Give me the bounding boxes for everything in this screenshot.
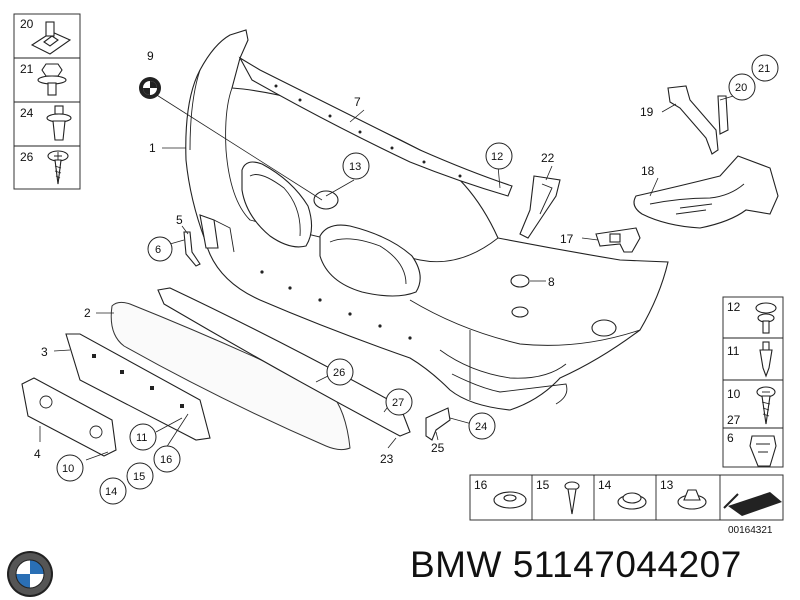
grommet-icon <box>617 492 647 510</box>
legend-label-20: 20 <box>20 17 34 31</box>
callout-18: 18 <box>641 164 655 178</box>
callout-16: 16 <box>160 454 172 466</box>
rivet-icon <box>46 105 72 141</box>
legend-label-10: 10 <box>727 387 741 401</box>
flat-washer-icon <box>493 491 527 509</box>
mounting-points <box>260 270 412 340</box>
callout-25: 25 <box>431 441 445 455</box>
legend-label-27: 27 <box>727 413 741 427</box>
legend-label-24: 24 <box>20 106 34 120</box>
clip-nut-icon <box>30 21 72 55</box>
legend-label-12: 12 <box>727 300 741 314</box>
holder-clip <box>183 231 201 267</box>
callout-13: 13 <box>349 161 361 173</box>
tapping-screw-icon <box>756 386 776 425</box>
left-legend: 20 21 24 26 <box>13 13 81 190</box>
right-legend: 12 11 10 27 6 <box>722 296 784 468</box>
callout-2: 2 <box>84 306 91 320</box>
screw-icon <box>47 150 69 185</box>
circled-callouts: 6 10 11 12 13 14 15 16 20 21 24 26 27 <box>56 54 779 505</box>
brake-air-guide <box>633 155 779 229</box>
legend-label-21: 21 <box>20 62 34 76</box>
spring-clip-icon <box>749 435 777 467</box>
callout-21: 21 <box>758 63 770 75</box>
fog-light-hole <box>591 319 617 337</box>
legend-label-26: 26 <box>20 150 34 164</box>
callout-3: 3 <box>41 345 48 359</box>
legend-label-14: 14 <box>598 478 612 492</box>
callout-19: 19 <box>640 105 654 119</box>
plain-callouts: 1 2 3 4 5 7 8 9 17 18 19 22 23 25 <box>34 49 655 466</box>
legend-label-6: 6 <box>727 431 734 445</box>
callout-27: 27 <box>392 397 404 409</box>
front-bumper-assembly <box>185 29 669 411</box>
right-kidney-grille <box>319 224 421 297</box>
washer-hole <box>511 306 529 318</box>
callout-11: 11 <box>136 432 147 444</box>
legend-label-16: 16 <box>474 478 488 492</box>
callout-20: 20 <box>735 82 747 94</box>
callout-8: 8 <box>548 275 555 289</box>
callout-12: 12 <box>491 151 503 163</box>
callout-17: 17 <box>560 232 574 246</box>
legend-label-13: 13 <box>660 478 674 492</box>
hex-nut-icon <box>37 63 67 96</box>
callout-14: 14 <box>105 486 117 498</box>
bonnet-emblem <box>139 77 161 99</box>
spring-nut-icon <box>677 489 707 510</box>
callout-15: 15 <box>133 471 145 483</box>
direction-arrow-icon <box>723 492 782 516</box>
callout-1: 1 <box>149 141 156 155</box>
callout-22: 22 <box>541 151 555 165</box>
small-screw-icon <box>564 481 580 515</box>
side-bracket <box>425 407 451 441</box>
washer-screw-icon <box>755 302 777 334</box>
upper-support-bracket <box>667 85 719 155</box>
legend-label-15: 15 <box>536 478 550 492</box>
pin-clip-icon <box>759 341 773 378</box>
lower-grille-mesh <box>110 301 351 451</box>
callout-24: 24 <box>475 421 487 433</box>
air-duct-bracket <box>519 175 561 239</box>
license-plate-holder <box>65 333 211 441</box>
upper-mounting-rail <box>238 56 513 197</box>
callout-4: 4 <box>34 447 41 461</box>
legend-label-11: 11 <box>727 344 740 358</box>
callout-10: 10 <box>62 463 74 475</box>
left-kidney-grille <box>241 161 313 248</box>
bmw-roundel-icon <box>7 551 53 597</box>
plug-hole <box>510 274 530 288</box>
callout-5: 5 <box>176 213 183 227</box>
lower-trim-strip <box>157 287 411 437</box>
callout-7: 7 <box>354 95 361 109</box>
diagram-code: 00164321 <box>728 525 773 536</box>
leader-lines <box>39 91 741 461</box>
callout-9: 9 <box>147 49 154 63</box>
bottom-legend: 16 15 14 13 00164321 <box>469 474 784 536</box>
callout-26: 26 <box>333 367 345 379</box>
callout-23: 23 <box>380 452 394 466</box>
emblem-mount <box>313 190 339 210</box>
part-number-caption: BMW 51147044207 <box>410 544 742 585</box>
callout-6: 6 <box>155 244 161 256</box>
